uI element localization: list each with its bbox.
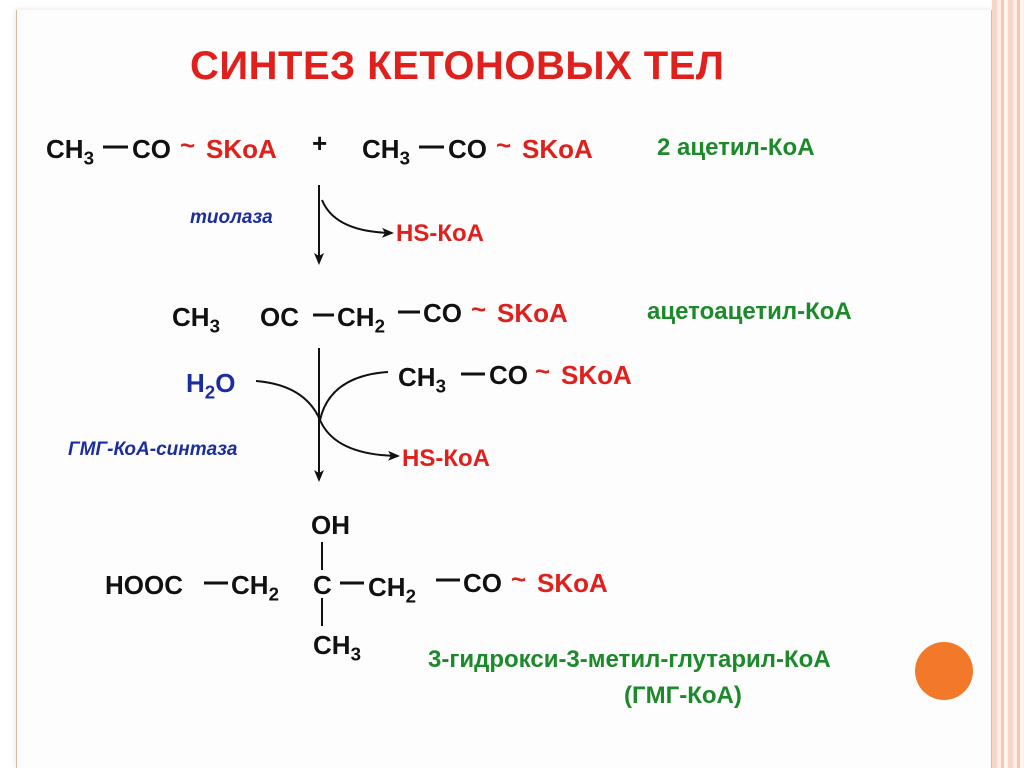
- reagent-arrow: [319, 371, 389, 421]
- water-arrow: [255, 380, 321, 421]
- hmg-ch2-a: CH2: [231, 570, 279, 605]
- hmg-skoa: SKoA: [537, 568, 608, 598]
- byproduct-hs-coa-2: HS-КоА: [402, 445, 490, 472]
- enzyme-hmg-coa-synthase: ГМГ-КоА-синтаза: [68, 439, 238, 460]
- acetyl-coa-2-ch3: CH3: [362, 134, 410, 169]
- slide-title: СИНТЕЗ КЕТОНОВЫХ ТЕЛ: [190, 44, 725, 88]
- hmg-ch2-b: CH2: [368, 572, 416, 607]
- decorative-orange-circle: [915, 642, 973, 700]
- plus-sign: +: [312, 128, 328, 158]
- acetoacetyl-oc: OC: [260, 302, 299, 332]
- acetyl-coa-1-ch3: CH3: [46, 134, 94, 169]
- reagent-acetyl-skoa: SKoA: [561, 360, 632, 390]
- thioester-bond: ~: [496, 130, 512, 160]
- reagent-acetyl-ch3: CH3: [398, 362, 446, 397]
- thioester-bond: ~: [471, 294, 487, 324]
- enzyme-thiolase: тиолаза: [190, 207, 273, 228]
- reagent-acetyl-co: CO: [489, 360, 528, 390]
- hmg-ch3: CH3: [313, 630, 361, 665]
- thioester-bond: ~: [511, 564, 527, 594]
- label-hmg-coa: 3-гидрокси-3-метил-глутарил-КоА: [428, 646, 831, 673]
- acetoacetyl-co: CO: [423, 298, 462, 328]
- acetoacetyl-ch3: CH3: [172, 302, 220, 337]
- hmg-oh: OH: [311, 510, 350, 540]
- hmg-co: CO: [463, 568, 502, 598]
- acetoacetyl-skoa: SKoA: [497, 298, 568, 328]
- acetyl-coa-1-co: CO: [132, 134, 171, 164]
- water-reagent: H2O: [186, 368, 236, 403]
- acetyl-coa-2-skoa: SKoA: [522, 134, 593, 164]
- acetoacetyl-ch2: CH2: [337, 302, 385, 337]
- label-acetyl-coa: 2 ацетил-КоА: [657, 134, 815, 161]
- slide-paper: [16, 10, 992, 768]
- label-hmg-coa-abbrev: (ГМГ-КоА): [624, 682, 742, 709]
- side-arrow-1: [321, 199, 394, 238]
- decorative-border: [992, 0, 1024, 768]
- acetyl-coa-1-skoa: SKoA: [206, 134, 277, 164]
- side-arrow-2: [319, 419, 400, 461]
- acetyl-coa-2-co: CO: [448, 134, 487, 164]
- thioester-bond: ~: [180, 130, 196, 160]
- hmg-hooc: HOOC: [105, 570, 183, 600]
- thioester-bond: ~: [535, 356, 551, 386]
- hmg-central-carbon: C: [313, 570, 332, 600]
- label-acetoacetyl-coa: ацетоацетил-КоА: [647, 298, 852, 325]
- byproduct-hs-coa-1: HS-КоА: [396, 220, 484, 247]
